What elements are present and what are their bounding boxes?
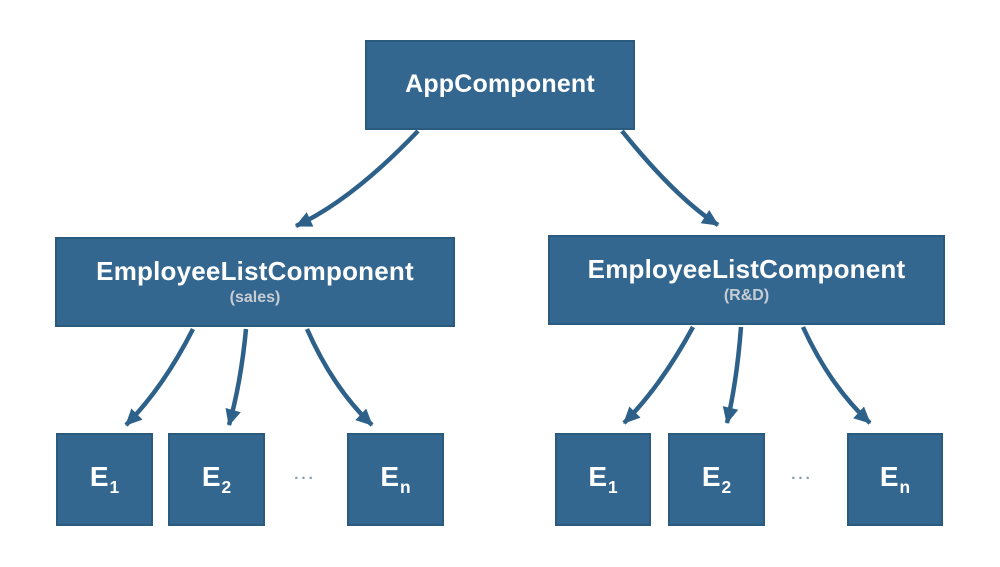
node-subtitle: (sales) [229,289,281,307]
arrow-sales-to-e1 [124,327,196,427]
leaf-base: E [879,461,899,493]
arrow-rnd-to-e2 [722,326,744,425]
arrow-app-to-sales-list [295,129,420,229]
leaf-subscript: n [400,476,411,497]
leaf-subscript: 2 [221,476,232,497]
node-title: EmployeeListComponent [587,253,906,284]
sales-employee-node-1: E1 [56,433,153,526]
leaf-label: E2 [202,461,231,498]
leaf-base: E [89,461,109,493]
node-title: AppComponent [405,70,595,99]
sales-employee-node-2: E2 [168,433,265,526]
rnd-employee-node-n: En [847,433,943,526]
node-title: EmployeeListComponent [96,255,414,286]
leaf-subscript: n [899,476,911,497]
rnd-employee-node-2: E2 [668,433,765,526]
arrow-app-to-rnd-list [620,129,720,227]
ellipsis: ... [791,466,813,483]
app-component-node: AppComponent [365,40,635,130]
arrow-rnd-to-en [800,326,872,425]
leaf-base: E [701,461,721,493]
leaf-subscript: 2 [721,476,732,497]
sales-employee-node-n: En [347,433,444,526]
ellipsis: ... [294,466,316,483]
leaf-subscript: 1 [608,476,618,497]
arrow-sales-to-en [304,328,374,427]
leaf-base: E [588,461,608,493]
employee-list-rnd-node: EmployeeListComponent (R&D) [548,235,945,325]
leaf-label: En [880,461,910,498]
leaf-label: E1 [588,461,617,498]
leaf-label: E1 [90,461,119,498]
arrow-rnd-to-e1 [622,325,695,425]
leaf-base: E [380,461,400,493]
leaf-label: E2 [702,461,731,498]
arrow-sales-to-e2 [225,328,249,427]
employee-list-sales-node: EmployeeListComponent (sales) [55,237,455,327]
node-subtitle: (R&D) [723,287,770,305]
leaf-subscript: 1 [109,476,120,497]
rnd-employee-node-1: E1 [555,433,651,526]
leaf-base: E [201,461,221,493]
leaf-label: En [380,461,410,498]
